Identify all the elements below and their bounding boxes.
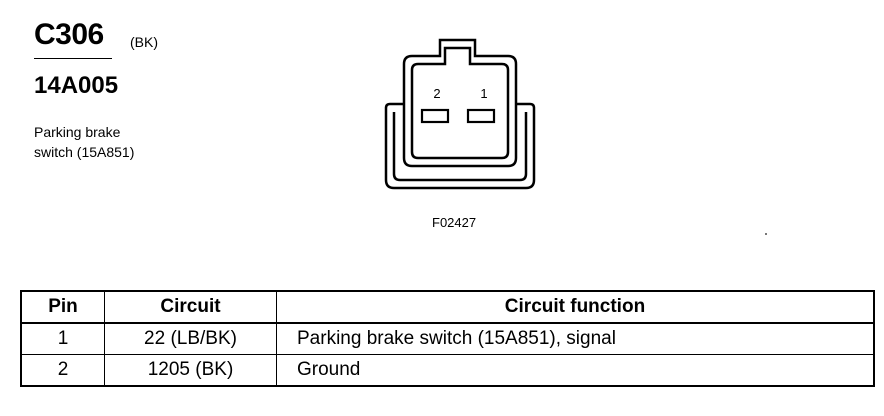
row-1-circuit: 22 (LB/BK) <box>104 322 277 355</box>
connector-body <box>402 38 518 168</box>
row-1-pin: 1 <box>20 322 105 355</box>
row-1-function: Parking brake switch (15A851), signal <box>276 322 875 355</box>
table-header-row: Pin Circuit Circuit function <box>20 290 875 324</box>
table-row: 1 22 (LB/BK) Parking brake switch (15A85… <box>20 322 875 355</box>
description-line-2: switch (15A851) <box>34 144 135 160</box>
connector-color: (BK) <box>130 34 158 50</box>
connector-id: C306 <box>34 18 104 51</box>
connector-inner-shroud <box>392 112 528 182</box>
terminal-1 <box>466 108 496 124</box>
figure-code: F02427 <box>432 215 477 230</box>
pin-label-1: 1 <box>480 86 487 101</box>
row-2-function: Ground <box>276 354 875 387</box>
title-underline <box>34 58 112 59</box>
connector-face-diagram: 2 1 <box>384 38 536 190</box>
connector-outer-shroud <box>384 102 536 190</box>
table-row: 2 1205 (BK) Ground <box>20 354 875 387</box>
header-circuit-function: Circuit function <box>276 290 875 324</box>
connector-body-inner <box>410 46 510 160</box>
row-2-pin: 2 <box>20 354 105 387</box>
header-pin: Pin <box>20 290 105 324</box>
pinout-table: Pin Circuit Circuit function 1 22 (LB/BK… <box>20 290 875 387</box>
header-circuit: Circuit <box>104 290 277 324</box>
scan-dot <box>765 233 767 235</box>
part-number: 14A005 <box>34 72 119 99</box>
terminal-2 <box>420 108 450 124</box>
pin-label-2: 2 <box>433 86 440 101</box>
description-line-1: Parking brake <box>34 124 121 140</box>
row-2-circuit: 1205 (BK) <box>104 354 277 387</box>
connector-description: Parking brake switch (15A851) <box>34 122 194 162</box>
